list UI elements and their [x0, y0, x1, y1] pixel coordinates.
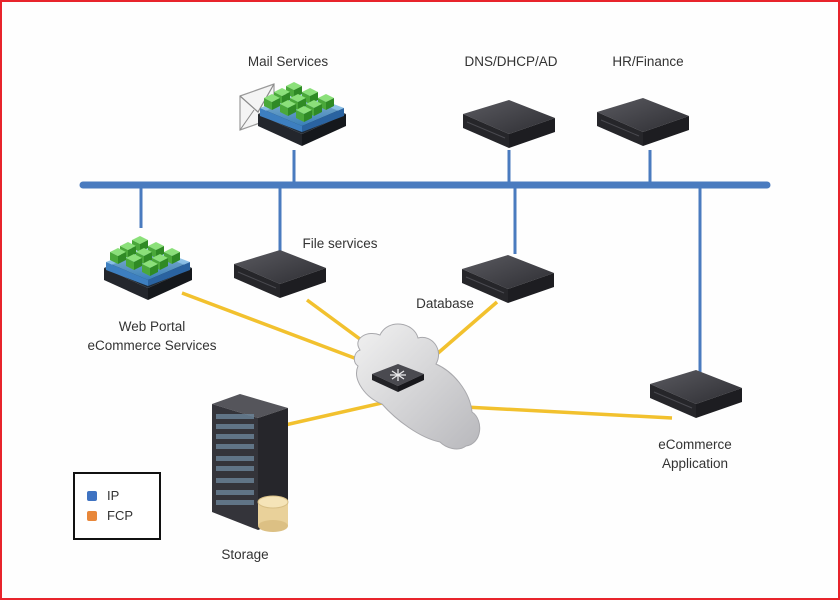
- dns-label: DNS/DHCP/AD: [464, 54, 558, 69]
- legend-item-ip: IP: [87, 488, 119, 503]
- legend-item-fcp: FCP: [87, 508, 133, 523]
- ecommerce-label-line2: Application: [661, 456, 729, 471]
- ip-swatch-icon: [87, 490, 97, 501]
- web-portal-label-line2: eCommerce Services: [87, 338, 217, 353]
- web-portal-label-line1: Web Portal: [118, 319, 186, 334]
- fcp-link-ecommerce: [464, 405, 673, 420]
- dns-server-icon[interactable]: [462, 99, 556, 149]
- virtualized-server-icon: [104, 236, 192, 300]
- san-cloud-switch[interactable]: [353, 323, 481, 450]
- web-portal-node[interactable]: [104, 236, 192, 300]
- cloud-icon: [353, 323, 481, 450]
- legend-label-ip: IP: [107, 488, 120, 503]
- storage-node[interactable]: [212, 394, 289, 532]
- ecommerce-label-line1: eCommerce: [658, 437, 732, 452]
- legend: IP FCP: [73, 472, 161, 540]
- file-services-label: File services: [302, 236, 378, 251]
- disk-cylinder-icon: [257, 495, 289, 532]
- storage-label: Storage: [221, 547, 269, 562]
- file-server-icon[interactable]: [233, 249, 327, 299]
- hr-server-icon[interactable]: [596, 97, 690, 147]
- fcp-link-storage: [284, 401, 383, 427]
- database-label: Database: [416, 296, 474, 311]
- fcp-link-file: [305, 298, 370, 347]
- ecommerce-server-icon[interactable]: [649, 369, 743, 419]
- hr-finance-label: HR/Finance: [612, 54, 684, 69]
- mail-services-label: Mail Services: [247, 54, 329, 69]
- mail-server-node[interactable]: [239, 82, 346, 146]
- fcp-link-database: [428, 300, 499, 362]
- fcp-swatch-icon: [87, 510, 97, 521]
- fc-switch-icon: [372, 364, 424, 392]
- fcp-link-web: [181, 291, 366, 364]
- legend-label-fcp: FCP: [107, 508, 133, 523]
